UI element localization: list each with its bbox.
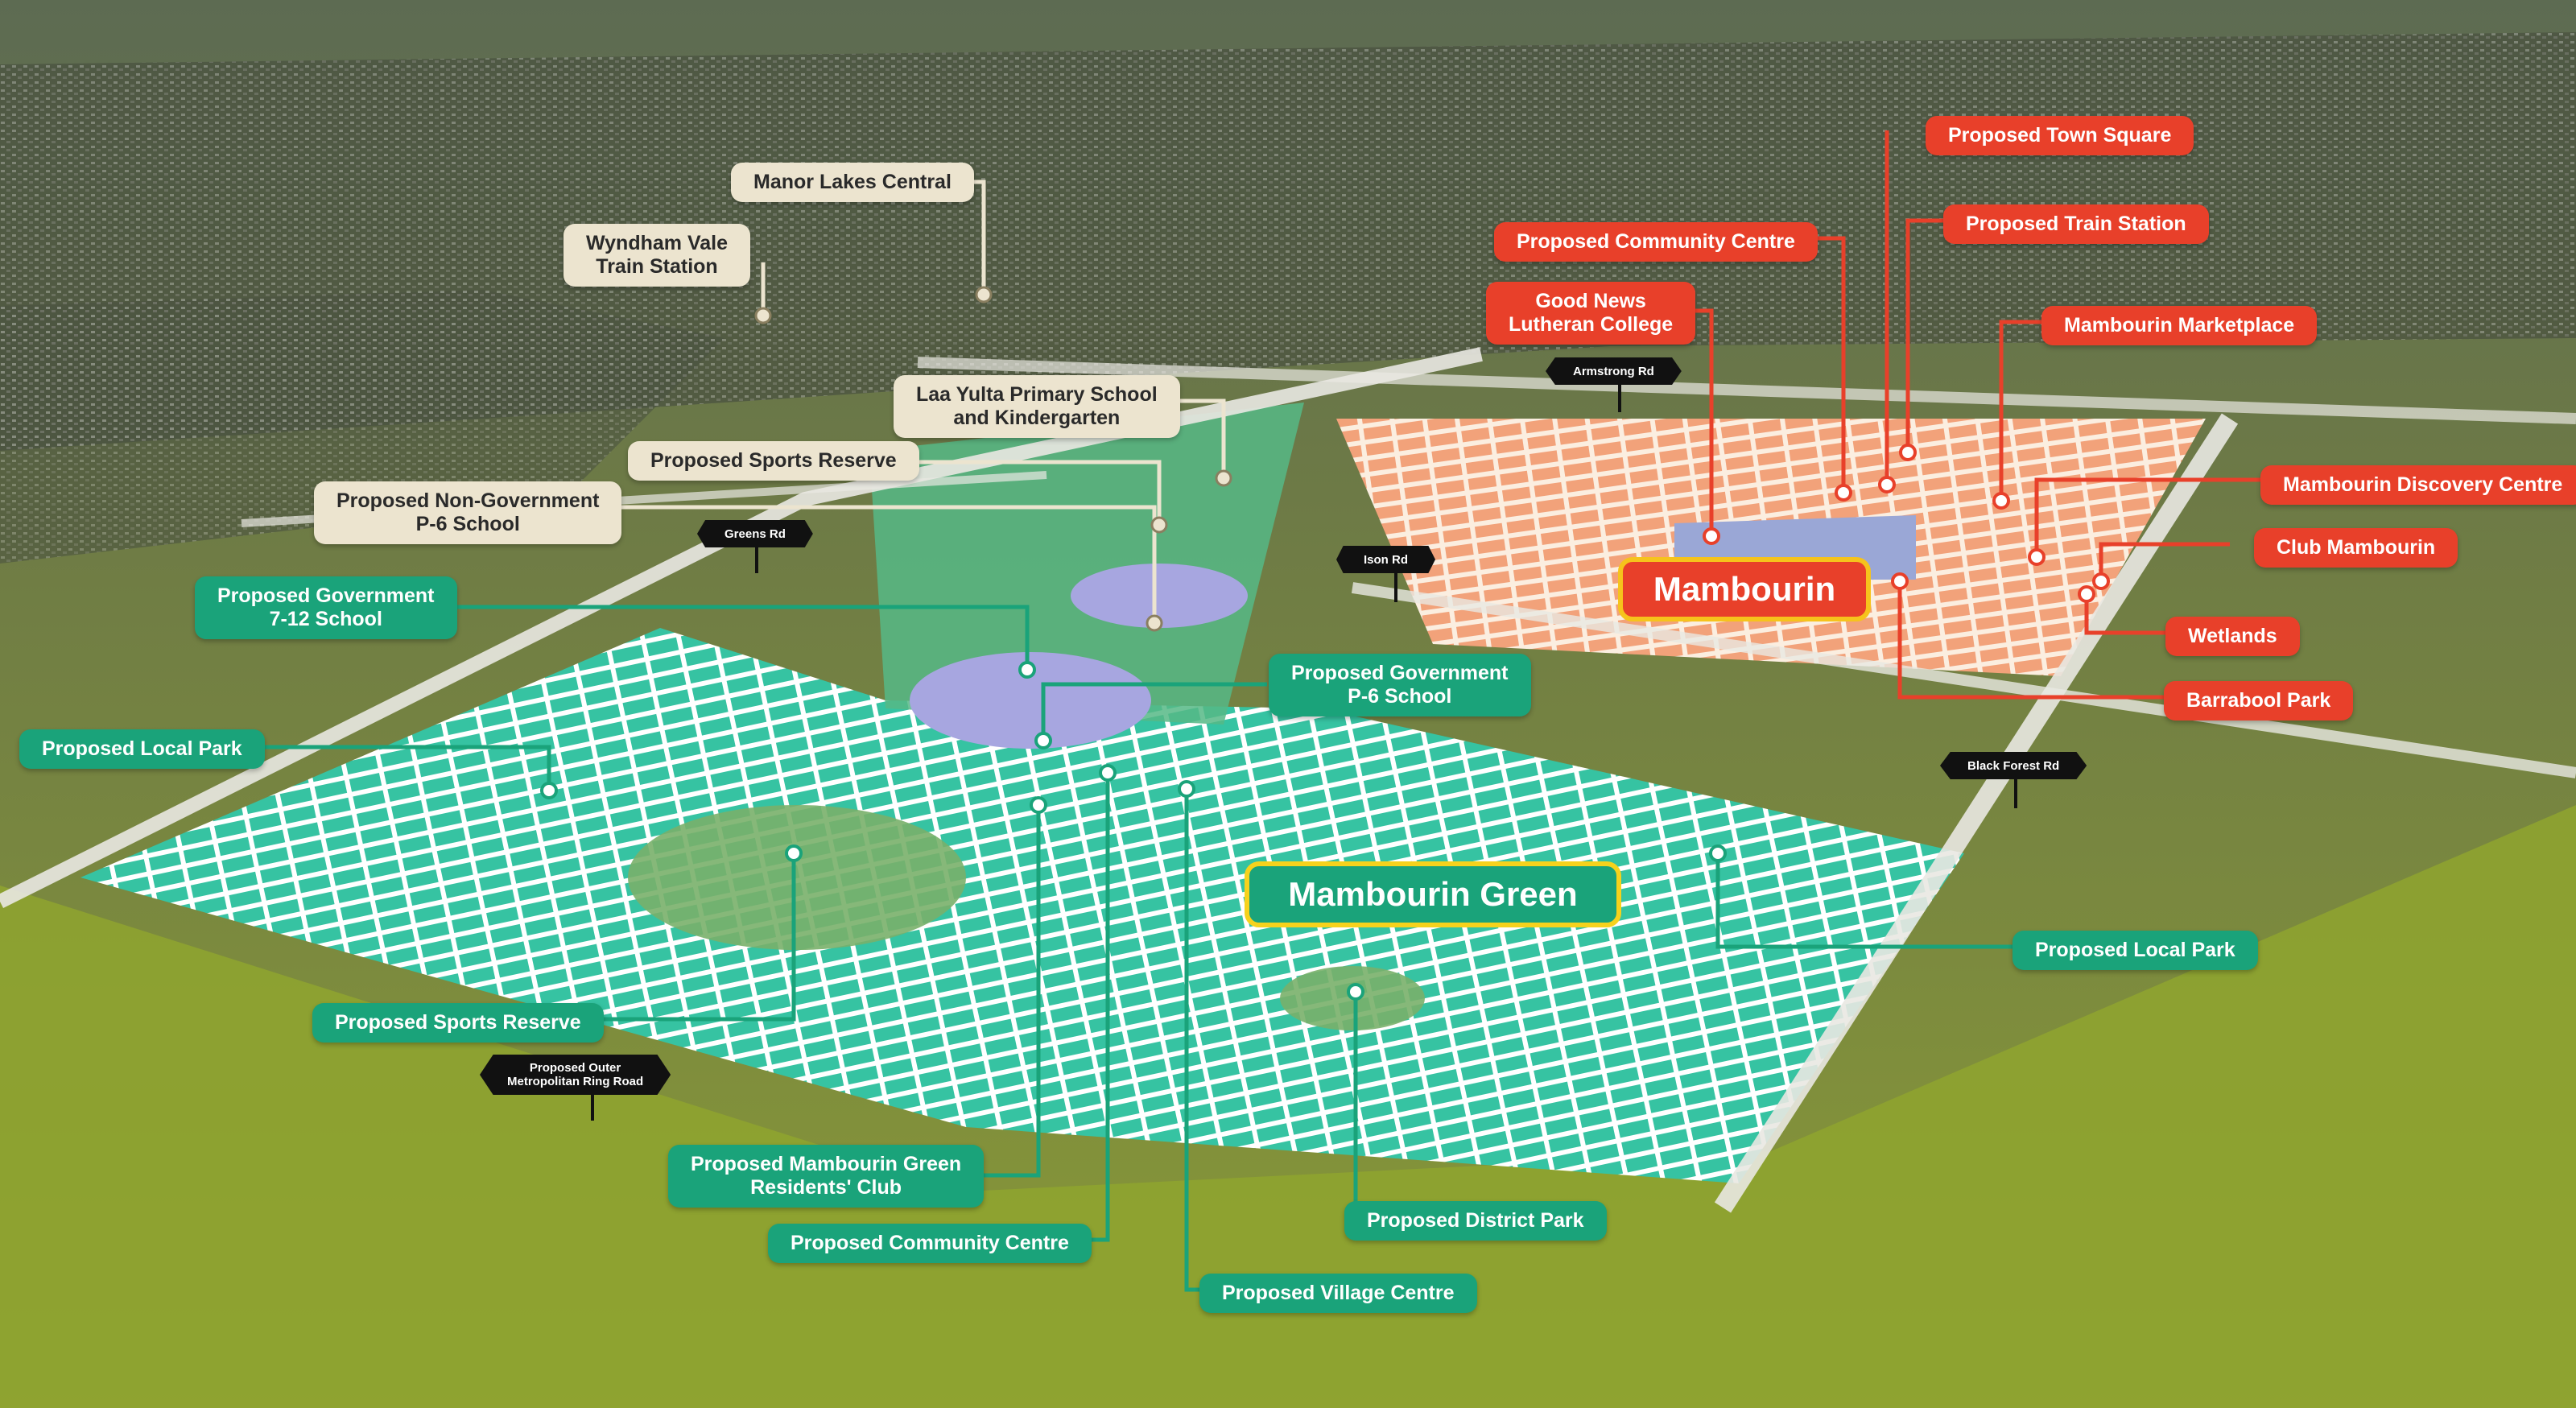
label-proposed-community-centre-mambourin: Proposed Community Centre	[1494, 222, 1818, 262]
label-good-news-lutheran-college: Good News Lutheran College	[1486, 282, 1696, 345]
road-tag-greens-rd: Greens Rd	[697, 520, 813, 547]
label-club-mambourin: Club Mambourin	[2254, 528, 2458, 568]
label-mambourin-marketplace: Mambourin Marketplace	[2041, 306, 2318, 345]
label-proposed-non-government-school: Proposed Non-Government P-6 School	[314, 481, 622, 544]
label-mambourin-discovery-centre: Mambourin Discovery Centre	[2260, 465, 2576, 505]
label-proposed-local-park-east: Proposed Local Park	[2013, 931, 2258, 970]
label-manor-lakes-central: Manor Lakes Central	[731, 163, 974, 202]
label-proposed-government-7-12-school: Proposed Government 7-12 School	[195, 576, 457, 639]
label-barrabool-park: Barrabool Park	[2164, 681, 2354, 721]
road-tag-black-forest-rd: Black Forest Rd	[1940, 752, 2087, 779]
label-proposed-sports-reserve-north: Proposed Sports Reserve	[628, 441, 919, 481]
label-proposed-residents-club: Proposed Mambourin Green Residents' Club	[668, 1145, 985, 1208]
label-proposed-train-station: Proposed Train Station	[1943, 204, 2209, 244]
brand-badge-mambourin-green: Mambourin Green	[1245, 861, 1621, 927]
label-proposed-town-square: Proposed Town Square	[1926, 116, 2194, 155]
brand-badge-mambourin: Mambourin	[1618, 557, 1871, 621]
label-wyndham-vale-train-station: Wyndham Vale Train Station	[564, 224, 750, 287]
road-tag-armstrong-rd: Armstrong Rd	[1546, 357, 1682, 385]
farmland	[0, 805, 2576, 1408]
label-proposed-government-p6-school: Proposed Government P-6 School	[1269, 654, 1531, 716]
mambourin-green-estate	[80, 628, 1964, 1183]
label-proposed-district-park: Proposed District Park	[1344, 1201, 1607, 1241]
label-laa-yulta-primary-school: Laa Yulta Primary School and Kindergarte…	[894, 375, 1180, 438]
label-proposed-community-centre-green: Proposed Community Centre	[768, 1224, 1092, 1263]
label-proposed-local-park-west: Proposed Local Park	[19, 729, 265, 769]
road-tag-outer-metropolitan-ring-road: Proposed Outer Metropolitan Ring Road	[480, 1055, 671, 1095]
label-proposed-village-centre: Proposed Village Centre	[1199, 1274, 1477, 1313]
road-tag-ison-rd: Ison Rd	[1336, 546, 1435, 573]
label-wetlands: Wetlands	[2165, 617, 2300, 656]
label-proposed-sports-reserve-south: Proposed Sports Reserve	[312, 1003, 604, 1043]
